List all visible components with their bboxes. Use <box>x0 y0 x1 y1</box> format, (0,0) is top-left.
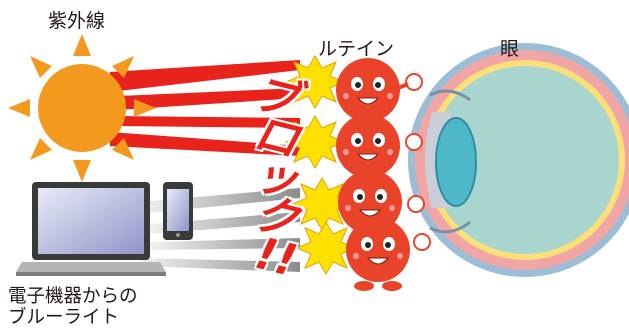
lutein-characters <box>336 58 431 291</box>
eye-label: 眼 <box>500 38 520 60</box>
laptop-icon <box>16 182 166 276</box>
lutein-character-icon <box>338 170 425 234</box>
eye-cross-section-icon <box>408 43 629 277</box>
lutein-character-icon <box>336 114 423 178</box>
device-label: 電子機器からの ブルーライト <box>8 286 138 328</box>
lutein-character-icon <box>346 218 431 291</box>
sun-icon <box>8 34 156 182</box>
uv-rays <box>100 60 300 166</box>
device-label-line1: 電子機器からの <box>8 286 138 307</box>
block-char: !! <box>250 227 302 288</box>
lutein-label: ルテイン <box>318 38 395 60</box>
block-callout: ブ ロ ッ ク !! <box>246 67 306 287</box>
lutein-character-icon <box>336 58 423 122</box>
impact-burst-icon <box>284 55 357 275</box>
uv-label: 紫外線 <box>48 10 106 32</box>
device-label-line2: ブルーライト <box>8 307 120 328</box>
smartphone-icon <box>163 182 193 240</box>
